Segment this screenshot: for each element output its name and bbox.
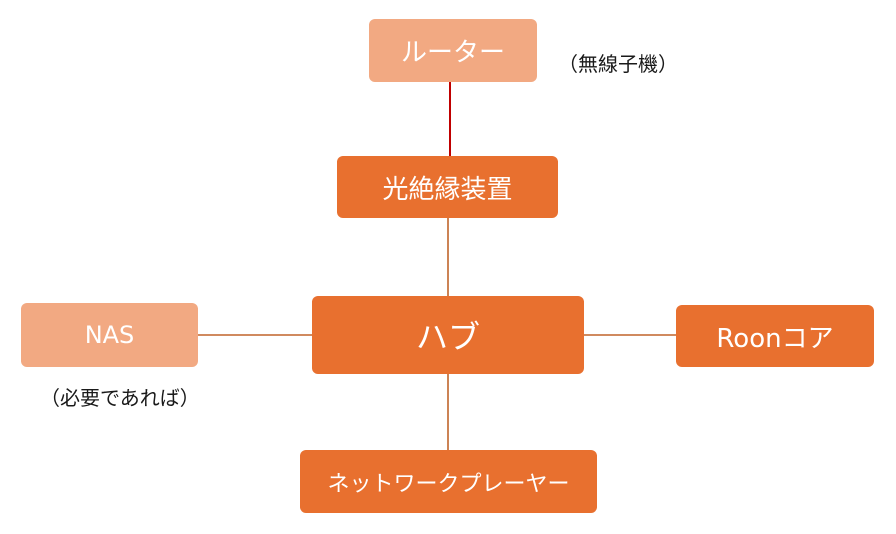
nas-note: （必要であれば） [40, 386, 200, 410]
network-player-label: ネットワークプレーヤー [327, 471, 570, 497]
roon-core-label: Roonコア [716, 323, 834, 354]
hub-node: ハブ [312, 296, 584, 374]
network-player-node: ネットワークプレーヤー [300, 450, 597, 513]
hub-label: ハブ [415, 318, 480, 356]
roon-core-node: Roonコア [676, 305, 874, 367]
nas-node: NAS [21, 303, 198, 367]
nas-label: NAS [84, 321, 135, 349]
optical-isolator-node: 光絶縁装置 [337, 156, 558, 218]
optical-isolator-label: 光絶縁装置 [382, 174, 513, 205]
router-node: ルーター [369, 19, 537, 82]
router-label: ルーター [400, 38, 505, 68]
router-note: （無線子機） [558, 52, 678, 76]
